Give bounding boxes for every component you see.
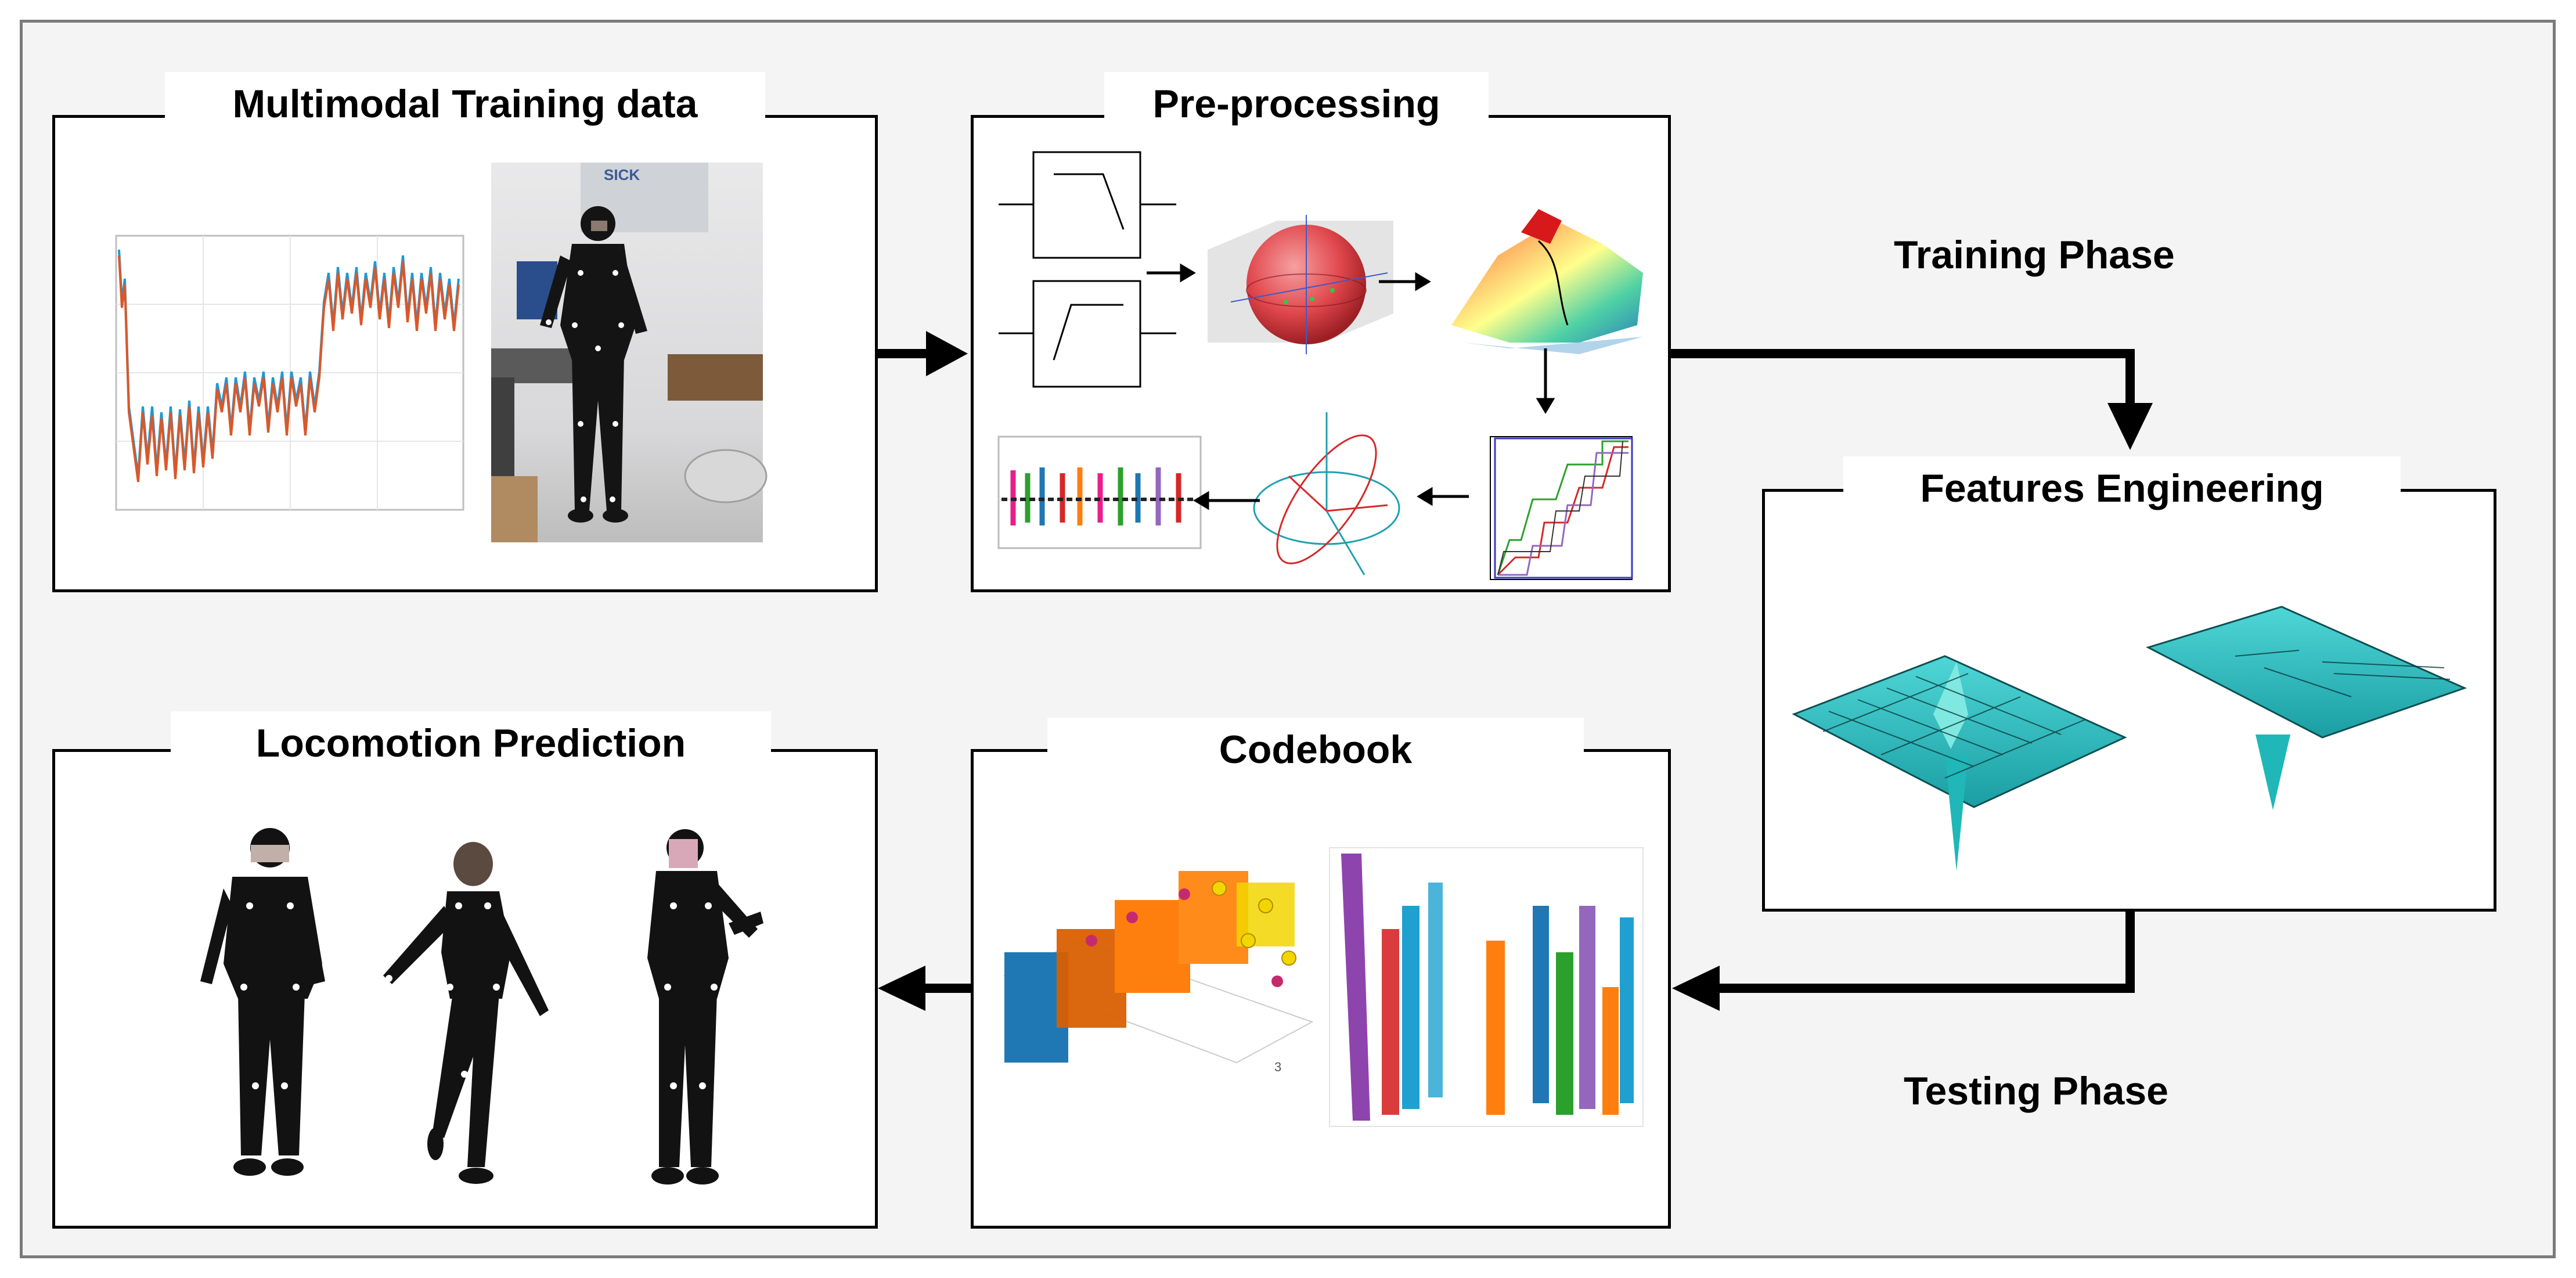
feature-surface-right — [2146, 606, 2467, 810]
sphere-plot — [1208, 215, 1393, 354]
codebook-axis-tick: 3 — [1274, 1060, 1281, 1074]
sensor-signal-plot — [115, 235, 464, 511]
lowpass-filter-diagram — [999, 151, 1176, 259]
person-figure-2 — [383, 842, 549, 1184]
codebook-class-scatter — [1329, 847, 1644, 1127]
marker-dots — [240, 902, 718, 1089]
codebook-3d-scatter: 3 — [1003, 871, 1314, 1074]
panel-title-preprocessing: Pre-processing — [1104, 72, 1489, 136]
flow-arrow-preprocessing-to-features — [1671, 349, 2153, 450]
testing-phase-label: Testing Phase — [1904, 1069, 2168, 1113]
person-figure-1 — [200, 828, 325, 1176]
training-phase-label: Training Phase — [1894, 233, 2175, 277]
photo-sign-text: SICK — [604, 166, 640, 183]
preprocessing-inner-arrows — [1147, 263, 1555, 510]
highpass-filter-diagram — [999, 280, 1176, 388]
panel-title-locomotion-prediction: Locomotion Prediction — [171, 711, 771, 775]
panel-title-features-engineering: Features Engineering — [1843, 456, 2401, 520]
orientation-axes-plot — [1253, 412, 1400, 575]
rainbow-surface-plot — [1451, 209, 1643, 354]
multichannel-signal-plot — [997, 435, 1202, 549]
flow-arrow-codebook-to-prediction — [878, 966, 971, 1011]
flow-arrow-data-to-preprocessing — [878, 331, 968, 376]
panel-title-codebook: Codebook — [1047, 718, 1584, 782]
panel-title-training-data: Multimodal Training data — [165, 72, 765, 136]
person-figure-3 — [647, 829, 763, 1185]
motion-capture-photo: SICK — [491, 163, 768, 542]
feature-surface-left — [1792, 655, 2127, 871]
step-traces-plot — [1490, 436, 1633, 580]
flow-arrow-features-to-codebook — [1672, 912, 2135, 1011]
